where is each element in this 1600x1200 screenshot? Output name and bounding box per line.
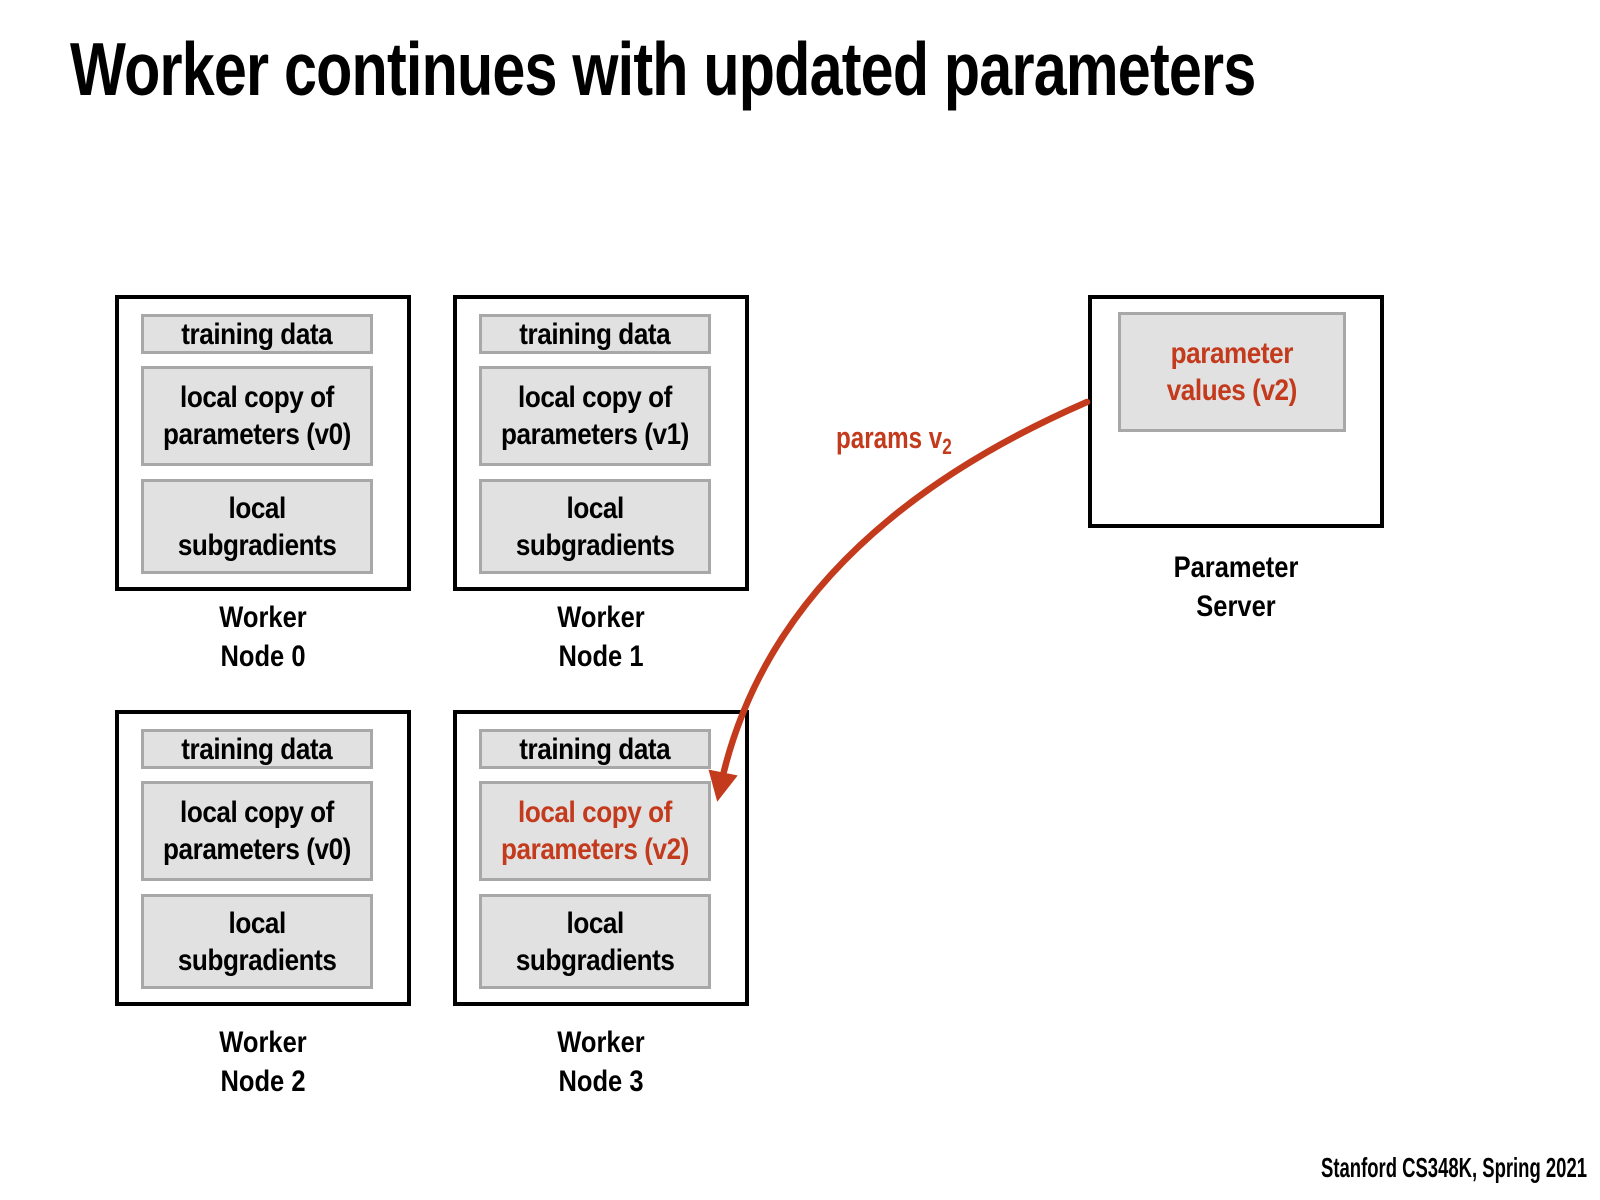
worker2-training-data-box: training data (141, 729, 373, 769)
slide-footer: Stanford CS348K, Spring 2021 (1321, 1152, 1587, 1183)
worker-node-3-label: Worker Node 3 (557, 1026, 645, 1098)
worker0-local-params-box: local copy of parameters (v0) (141, 366, 373, 466)
worker3-training-data-label: training data (519, 732, 671, 766)
worker-node-3-box: training data local copy of parameters (… (453, 710, 749, 1006)
worker1-local-subgradients-box: local subgradients (479, 479, 711, 574)
params-v2-label: params v2 (836, 420, 952, 459)
worker2-local-params-box: local copy of parameters (v0) (141, 781, 373, 881)
parameter-server-box: parameter values (v2) (1088, 295, 1384, 528)
worker-node-1-box: training data local copy of parameters (… (453, 295, 749, 591)
worker0-local-params-label: local copy of parameters (v0) (163, 381, 351, 451)
parameter-server-label: Parameter Server (1173, 551, 1299, 623)
worker2-local-subgradients-label: local subgradients (177, 906, 337, 977)
worker3-local-subgradients-box: local subgradients (479, 894, 711, 989)
parameter-values-label: parameter values (v2) (1166, 337, 1298, 407)
worker-node-0-label: Worker Node 0 (219, 601, 307, 673)
slide-title: Worker continues with updated parameters (70, 27, 1256, 111)
worker1-local-params-label: local copy of parameters (v1) (501, 381, 689, 451)
worker2-local-subgradients-box: local subgradients (141, 894, 373, 989)
worker0-local-subgradients-box: local subgradients (141, 479, 373, 574)
worker3-training-data-box: training data (479, 729, 711, 769)
parameter-values-box: parameter values (v2) (1118, 312, 1346, 432)
worker-node-2-box: training data local copy of parameters (… (115, 710, 411, 1006)
worker0-training-data-label: training data (181, 317, 333, 351)
worker1-local-subgradients-label: local subgradients (515, 491, 675, 562)
worker-node-0-box: training data local copy of parameters (… (115, 295, 411, 591)
worker1-training-data-label: training data (519, 317, 671, 351)
worker2-local-params-label: local copy of parameters (v0) (163, 796, 351, 866)
worker3-local-params-label: local copy of parameters (v2) (501, 796, 689, 866)
worker2-training-data-label: training data (181, 732, 333, 766)
worker1-local-params-box: local copy of parameters (v1) (479, 366, 711, 466)
worker3-local-params-box: local copy of parameters (v2) (479, 781, 711, 881)
worker-node-1-label: Worker Node 1 (557, 601, 645, 673)
worker-node-2-label: Worker Node 2 (219, 1026, 307, 1098)
worker0-training-data-box: training data (141, 314, 373, 354)
worker1-training-data-box: training data (479, 314, 711, 354)
worker0-local-subgradients-label: local subgradients (177, 491, 337, 562)
worker3-local-subgradients-label: local subgradients (515, 906, 675, 977)
